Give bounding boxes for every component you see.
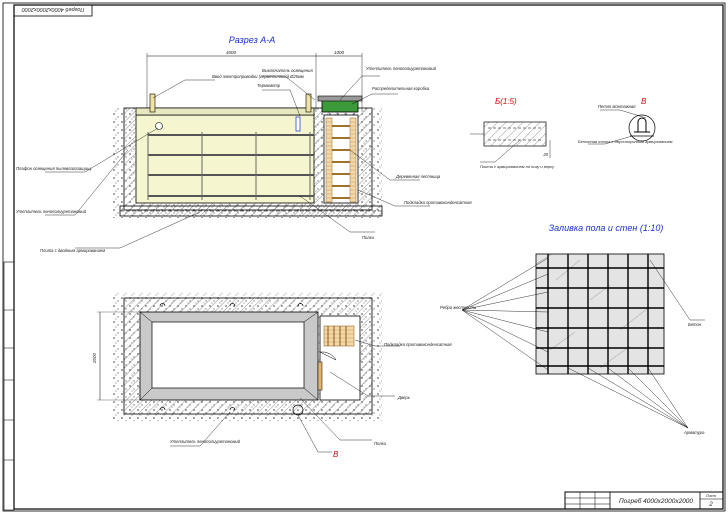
section-aa-title: Разрез А-А bbox=[229, 35, 276, 45]
plan-label-door: Дверь bbox=[397, 395, 410, 400]
detail-b: Б(1:5) 20 Плита с армирова­нием по низу … bbox=[470, 97, 555, 169]
entry-hatch bbox=[321, 99, 359, 113]
label-thermometer: Термометр bbox=[257, 83, 281, 88]
plan-label-insulation: Утеплитель пенополиуретановый bbox=[170, 439, 241, 444]
label-slab: Плита с двойным армированием bbox=[40, 248, 105, 253]
plan-label-waterproof: Подкладка противоконденсатная bbox=[384, 342, 452, 347]
label-ceiling-lamp: Плафон освещения пылевлагозащищ. bbox=[16, 166, 92, 171]
rebar-label: Арматура bbox=[683, 430, 705, 435]
mounting-loop-icon bbox=[634, 117, 650, 133]
label-shelves: Полки bbox=[362, 235, 375, 240]
top-stamp: Погреб 4000х2000х2000 bbox=[13, 4, 93, 17]
detail-v-loop-label: Петля монтажная bbox=[598, 104, 636, 109]
plan-marker-v: В bbox=[333, 450, 339, 459]
rib-label: Ребра жесткости bbox=[440, 305, 477, 310]
left-binding-strip bbox=[3, 261, 15, 511]
ceiling-lamp-icon bbox=[155, 122, 163, 130]
thermometer-icon bbox=[295, 116, 301, 132]
dim-1000: 1000 bbox=[334, 50, 345, 55]
sheet-label: Лист bbox=[705, 493, 717, 498]
label-wood-ladder: Деревянная лестница bbox=[395, 174, 441, 179]
plan-view: 2000 Подкладка противоконденсатная Дверь… bbox=[92, 293, 452, 459]
detail-v: В Петля монтажная Бетонная плита с двухс… bbox=[578, 97, 673, 145]
top-stamp-text: Погреб 4000х2000х2000 bbox=[21, 6, 85, 12]
label-cable: Ввод электропроводки (герметичный) Ø25мм bbox=[212, 74, 304, 79]
sheet-number: 2 bbox=[708, 502, 713, 508]
detail-b-dim: 20 bbox=[542, 152, 548, 157]
detail-b-label: Плита с армирова­нием по низу и верху bbox=[480, 164, 555, 169]
label-light-switch: Выключатель освещения bbox=[262, 68, 313, 73]
concrete-label: Бетон bbox=[688, 322, 702, 327]
label-insulation-side: Утеплитель пенополиуретановый bbox=[16, 209, 87, 214]
title-block-name: Погреб 4000х2000х2000 bbox=[619, 497, 693, 505]
label-insulation-top: Утеплитель пенополиуретановый bbox=[366, 66, 437, 71]
floor-pour-detail: Заливка пола и стен (1:10) bbox=[440, 223, 705, 435]
plan-label-shelves: Полки bbox=[374, 441, 387, 446]
dim-2000: 2000 bbox=[92, 352, 97, 364]
label-waterproof: Подкладка противоконденсатная bbox=[404, 200, 472, 205]
floor-pour-title: Заливка пола и стен (1:10) bbox=[549, 223, 664, 233]
door-swing bbox=[319, 351, 337, 361]
inner-frame bbox=[13, 4, 724, 510]
dim-4000: 4000 bbox=[226, 50, 237, 55]
section-aa: Разрез А-А 4000 1000 bbox=[16, 35, 472, 253]
detail-b-title: Б(1:5) bbox=[495, 97, 517, 106]
detail-v-slab-label: Бетонная плита с двухсторонним армирован… bbox=[578, 139, 673, 144]
detail-v-title: В bbox=[641, 97, 647, 106]
label-dist-box: Распределительная коробка bbox=[372, 86, 430, 91]
title-block: Погреб 4000х2000х2000 Лист 2 bbox=[564, 491, 724, 510]
